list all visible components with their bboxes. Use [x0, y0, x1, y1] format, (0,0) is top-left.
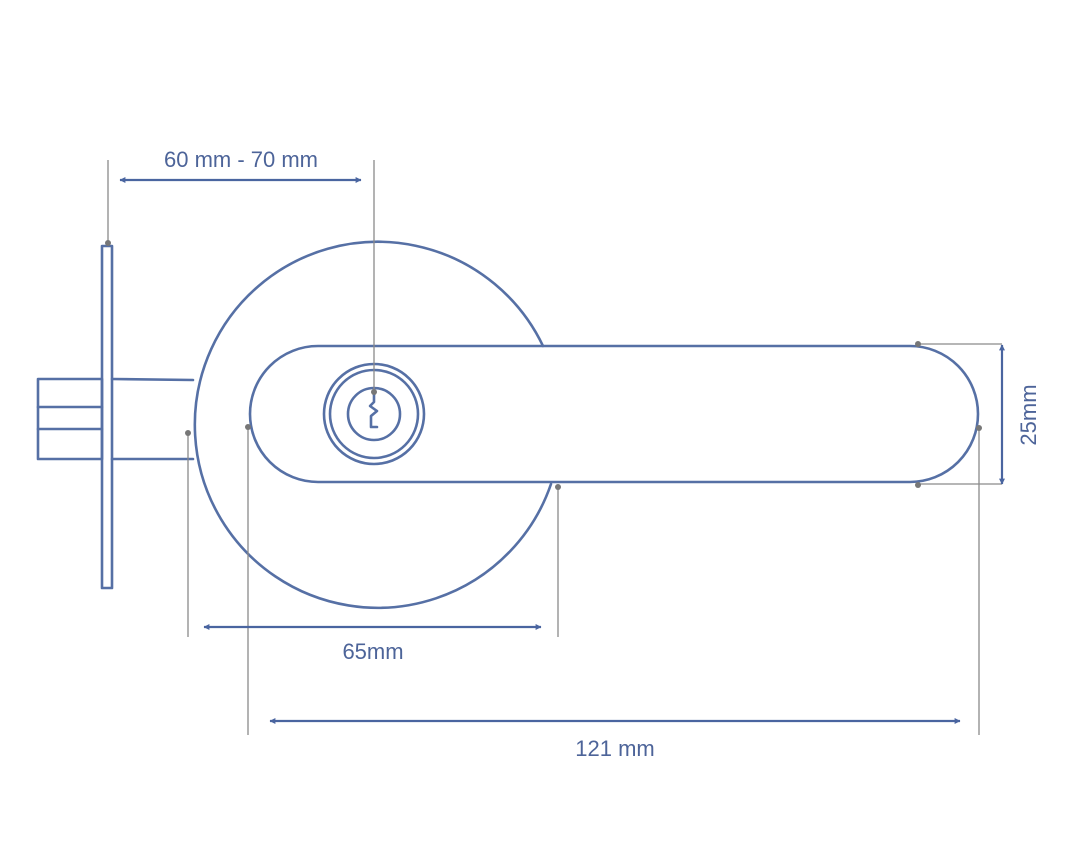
rose-plate	[193, 240, 553, 610]
keyhole-icon	[368, 390, 379, 429]
dot	[915, 341, 921, 347]
rose-diameter-label: 65mm	[342, 639, 403, 664]
dot	[976, 425, 982, 431]
dot	[185, 430, 191, 436]
dimension-arrows	[119, 177, 1005, 724]
dot	[915, 482, 921, 488]
dot	[371, 389, 377, 395]
latch-assembly	[36, 244, 195, 590]
latch-bolt	[36, 377, 104, 461]
lever-handle	[248, 344, 980, 484]
reference-dots	[105, 240, 982, 490]
backset-label: 60 mm - 70 mm	[164, 147, 318, 172]
dot	[105, 240, 111, 246]
extension-lines	[107, 160, 1002, 735]
lever-length-label: 121 mm	[575, 736, 654, 761]
dot	[555, 484, 561, 490]
lever-height-label: 25mm	[1016, 384, 1041, 445]
spindle-top-edge	[110, 377, 195, 382]
dot	[245, 424, 251, 430]
latch-faceplate	[100, 244, 114, 590]
